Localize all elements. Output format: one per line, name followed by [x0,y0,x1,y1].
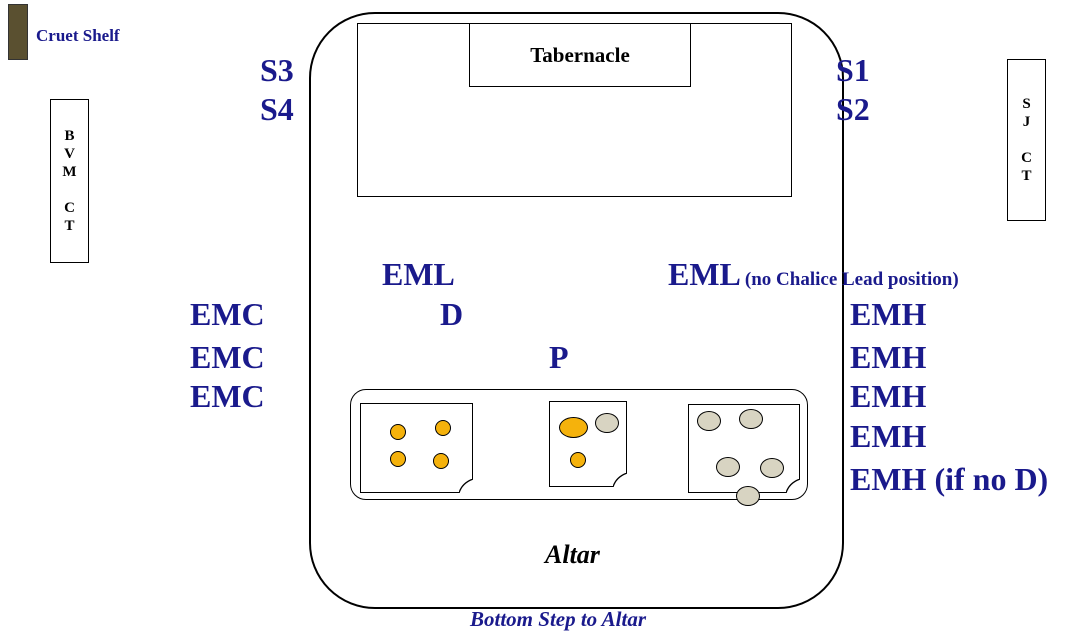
emc-position: EMC [190,378,265,414]
eml-right: EML (no Chalice Lead position) [668,256,959,292]
chalice-icon [390,451,406,467]
server-s2: S2 [836,91,870,127]
server-s4: S4 [260,91,294,127]
emc-position: EMC [190,339,265,375]
emh-position: EMH [850,339,927,375]
emh-position: EMH [850,296,927,332]
deacon-position: D [440,296,464,332]
priest-position: P [549,339,569,375]
altar [350,389,808,500]
ciborium-icon [739,409,763,429]
sj-letter: C [1021,150,1032,166]
altar-label: Altar [545,540,600,569]
ciborium-icon [716,457,740,477]
emh-position: EMH [850,418,927,454]
server-s1: S1 [836,52,870,88]
ciborium-icon [736,486,760,506]
ciborium-icon [595,413,619,433]
eml-left: EML [382,256,455,292]
cruet-shelf-marker [8,4,28,60]
emc-position: EMC [190,296,265,332]
cruet-shelf-label: Cruet Shelf [36,26,120,45]
corporal-left [360,403,473,493]
emh-position-if-no-deacon: EMH (if no D) [850,461,1049,497]
bvm-credence-table: B V M C T [50,99,89,263]
corporal-right [688,404,800,506]
bvm-letter: C [64,200,75,216]
main-chalice-icon [559,417,588,438]
chalice-icon [390,424,406,440]
sj-letter: J [1022,114,1031,130]
server-s3: S3 [260,52,294,88]
corporal-center [549,401,627,487]
sj-letter: T [1021,168,1032,184]
chalice-icon [433,453,449,469]
sj-credence-table: S J C T [1007,59,1046,221]
sanctuary-outline [309,12,844,609]
eml-right-note: (no Chalice Lead position) [744,269,959,290]
bvm-letter: M [62,164,77,180]
sj-letter: S [1022,96,1031,112]
page-fold-icon [786,479,800,493]
bvm-letter: V [64,146,75,162]
bvm-letter: B [64,128,75,144]
page-fold-icon [459,479,473,493]
bottom-step-label: Bottom Step to Altar [470,607,646,631]
ciborium-icon [697,411,721,431]
ciborium-icon [760,458,784,478]
page-fold-icon [613,473,627,487]
eml-right-label: EML [668,256,741,292]
bvm-letter: T [64,218,75,234]
chalice-icon [570,452,586,468]
emh-position: EMH [850,378,927,414]
tabernacle: Tabernacle [469,23,691,87]
tabernacle-label: Tabernacle [530,42,630,67]
chalice-icon [435,420,451,436]
